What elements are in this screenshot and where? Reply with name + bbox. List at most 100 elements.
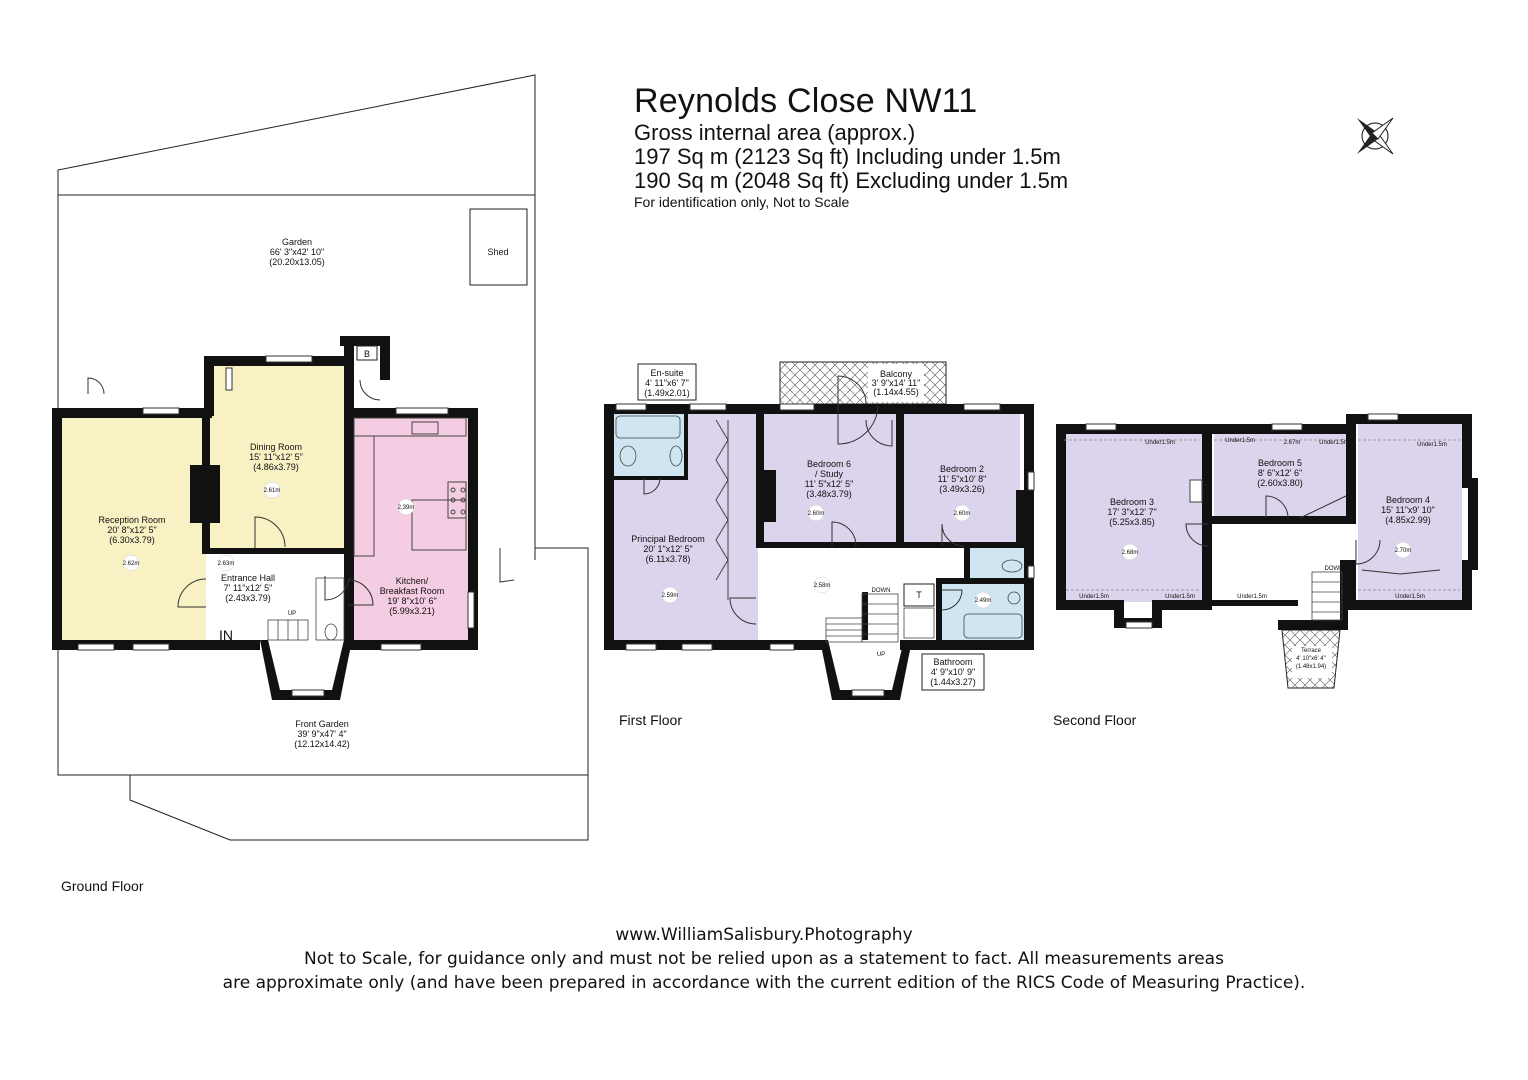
ensuite-name: En-suite: [650, 368, 683, 378]
footer-disclaimer-2: are approximate only (and have been prep…: [222, 973, 1306, 993]
dining-metric: (4.86x3.79): [253, 462, 299, 472]
under-label-b3-left: Under1.5m: [1079, 594, 1109, 600]
identification-note: For identification only, Not to Scale: [634, 194, 850, 210]
hall-name: Entrance Hall: [221, 573, 275, 583]
bedroom4-dim: 15' 11"x9' 10": [1381, 505, 1435, 515]
ground-floor-plan: B Garden 66' 3"x42' 10" (20.20x13.05) Sh…: [52, 74, 589, 841]
bathroom-height: 2.49m: [975, 598, 992, 604]
first-windows: [615, 403, 1035, 697]
reception-name: Reception Room: [98, 515, 165, 525]
first-wc: [968, 548, 1028, 580]
bedroom4-height: 2.70m: [1395, 548, 1412, 554]
second-down-label: DOWN: [1325, 566, 1344, 572]
bedroom6-height: 2.60m: [808, 511, 825, 517]
bathroom-dim: 4' 9"x10' 9": [931, 667, 975, 677]
entrance-in-label: IN: [219, 627, 233, 643]
bedroom4-name: Bedroom 4: [1386, 495, 1430, 505]
ground-windows: [77, 355, 475, 697]
principal-metric: (6.11x3.78): [646, 554, 691, 564]
first-stairs: [825, 593, 899, 643]
second-floor-plan: Bedroom 3 17' 3"x12' 7" (5.25x3.85) 2.68…: [1056, 413, 1478, 689]
balcony-dim: 3' 9"x14' 11": [872, 378, 921, 388]
first-bath-fixtures: [615, 415, 1023, 639]
dining-height: 2.61m: [264, 488, 281, 494]
area-excluding: 190 Sq m (2048 Sq ft) Excluding under 1.…: [634, 168, 1069, 193]
bedroom-6: [764, 412, 898, 546]
ensuite: [612, 412, 684, 478]
first-floor-label: First Floor: [619, 712, 682, 728]
hall-metric: (2.43x3.79): [225, 593, 271, 603]
reception-dim: 20' 8"x12' 5": [107, 525, 156, 535]
bathroom-label-box: [921, 653, 985, 691]
boiler-box: [356, 345, 378, 361]
bedroom6-dim: 11' 5"x12' 5": [805, 479, 854, 489]
principal-name: Principal Bedroom: [631, 534, 705, 544]
terrace-dim: 4' 10"x6' 4": [1296, 656, 1326, 662]
ground-up-label: UP: [288, 611, 296, 617]
hall-dim: 7' 11"x12' 5": [224, 583, 273, 593]
principal-height: 2.59m: [662, 593, 679, 599]
bedroom-5: [1214, 432, 1348, 518]
footer-disclaimer-1: Not to Scale, for guidance only and must…: [304, 949, 1224, 969]
kitchen-name-2: Breakfast Room: [380, 586, 445, 596]
first-up-label: UP: [877, 652, 885, 658]
bedroom3-height: 2.68m: [1122, 550, 1139, 556]
bedroom5-dim: 8' 6"x12' 6": [1258, 468, 1302, 478]
ensuite-metric: (1.49x2.01): [644, 388, 690, 398]
second-windows: [1085, 413, 1399, 629]
kitchen-units: [353, 417, 467, 557]
bedroom3-fixture: [1189, 479, 1203, 503]
under-label-b5-right: Under1.5m: [1319, 440, 1349, 446]
bedroom3-dim: 17' 3"x12' 7": [1107, 507, 1156, 517]
footer: www.WilliamSalisbury.Photography Not to …: [0, 923, 1528, 995]
second-stairs: [1311, 571, 1343, 621]
kitchen-room: [350, 416, 468, 642]
dining-room: [206, 366, 346, 548]
compass-icon: [1357, 117, 1394, 155]
under-label-b3-top: Under1.5m: [1145, 440, 1175, 446]
kitchen-name-1: Kitchen/: [396, 576, 429, 586]
terrace-metric: (1.48x1.94): [1296, 664, 1326, 670]
reception-metric: (6.30x3.79): [109, 535, 155, 545]
balcony-metric: (1.14x4.55): [873, 387, 919, 397]
first-walls: [604, 404, 1034, 700]
bedroom6-metric: (3.48x3.79): [806, 489, 852, 499]
bedroom6-name-2: / Study: [815, 469, 844, 479]
bedroom3-metric: (5.25x3.85): [1109, 517, 1155, 527]
principal-wardrobe: [715, 419, 729, 581]
ground-doors: [87, 377, 515, 608]
first-down-label: DOWN: [872, 588, 891, 594]
under-label-b4-top: Under1.5m: [1417, 442, 1447, 448]
bedroom5-metric: (2.60x3.80): [1257, 478, 1303, 488]
bedroom2-height: 2.60m: [954, 511, 971, 517]
second-doors: [1185, 495, 1441, 575]
garden-dim: 66' 3"x42' 10": [270, 247, 324, 257]
second-under-lines: [1064, 439, 1460, 591]
area-including: 197 Sq m (2123 Sq ft) Including under 1.…: [634, 144, 1061, 169]
balcony-name: Balcony: [880, 369, 913, 379]
under-label-b4-bottom: Under1.5m: [1395, 594, 1425, 600]
shed-name: Shed: [487, 247, 508, 257]
plan-header: Reynolds Close NW11 Gross internal area …: [634, 84, 1068, 209]
reception-room: [62, 416, 206, 642]
boiler-label: B: [364, 349, 370, 359]
garden-boundary: [57, 74, 536, 195]
tank-box: [903, 583, 935, 607]
bedroom2-metric: (3.49x3.26): [939, 484, 985, 494]
footer-website: www.WilliamSalisbury.Photography: [615, 925, 913, 945]
under-label-b5-left: Under1.5m: [1225, 438, 1255, 444]
ground-floor-label: Ground Floor: [61, 878, 144, 894]
landing-height: 2.58m: [814, 583, 831, 589]
kitchen-metric: (5.99x3.21): [389, 606, 435, 616]
bedroom2-name: Bedroom 2: [940, 464, 984, 474]
first-doors: [643, 375, 965, 625]
bedroom4-metric: (4.85x2.99): [1385, 515, 1431, 525]
dining-name: Dining Room: [250, 442, 302, 452]
first-floor-plan: T En-suite 4' 11"x6' 7" (1.49x2.01) Balc…: [604, 361, 1035, 700]
garden-metric: (20.20x13.05): [269, 257, 325, 267]
bedroom5-height: 2.67m: [1284, 440, 1301, 446]
ground-stairs: [267, 577, 345, 641]
ensuite-dim: 4' 11"x6' 7": [645, 378, 689, 388]
shed: [469, 208, 528, 286]
